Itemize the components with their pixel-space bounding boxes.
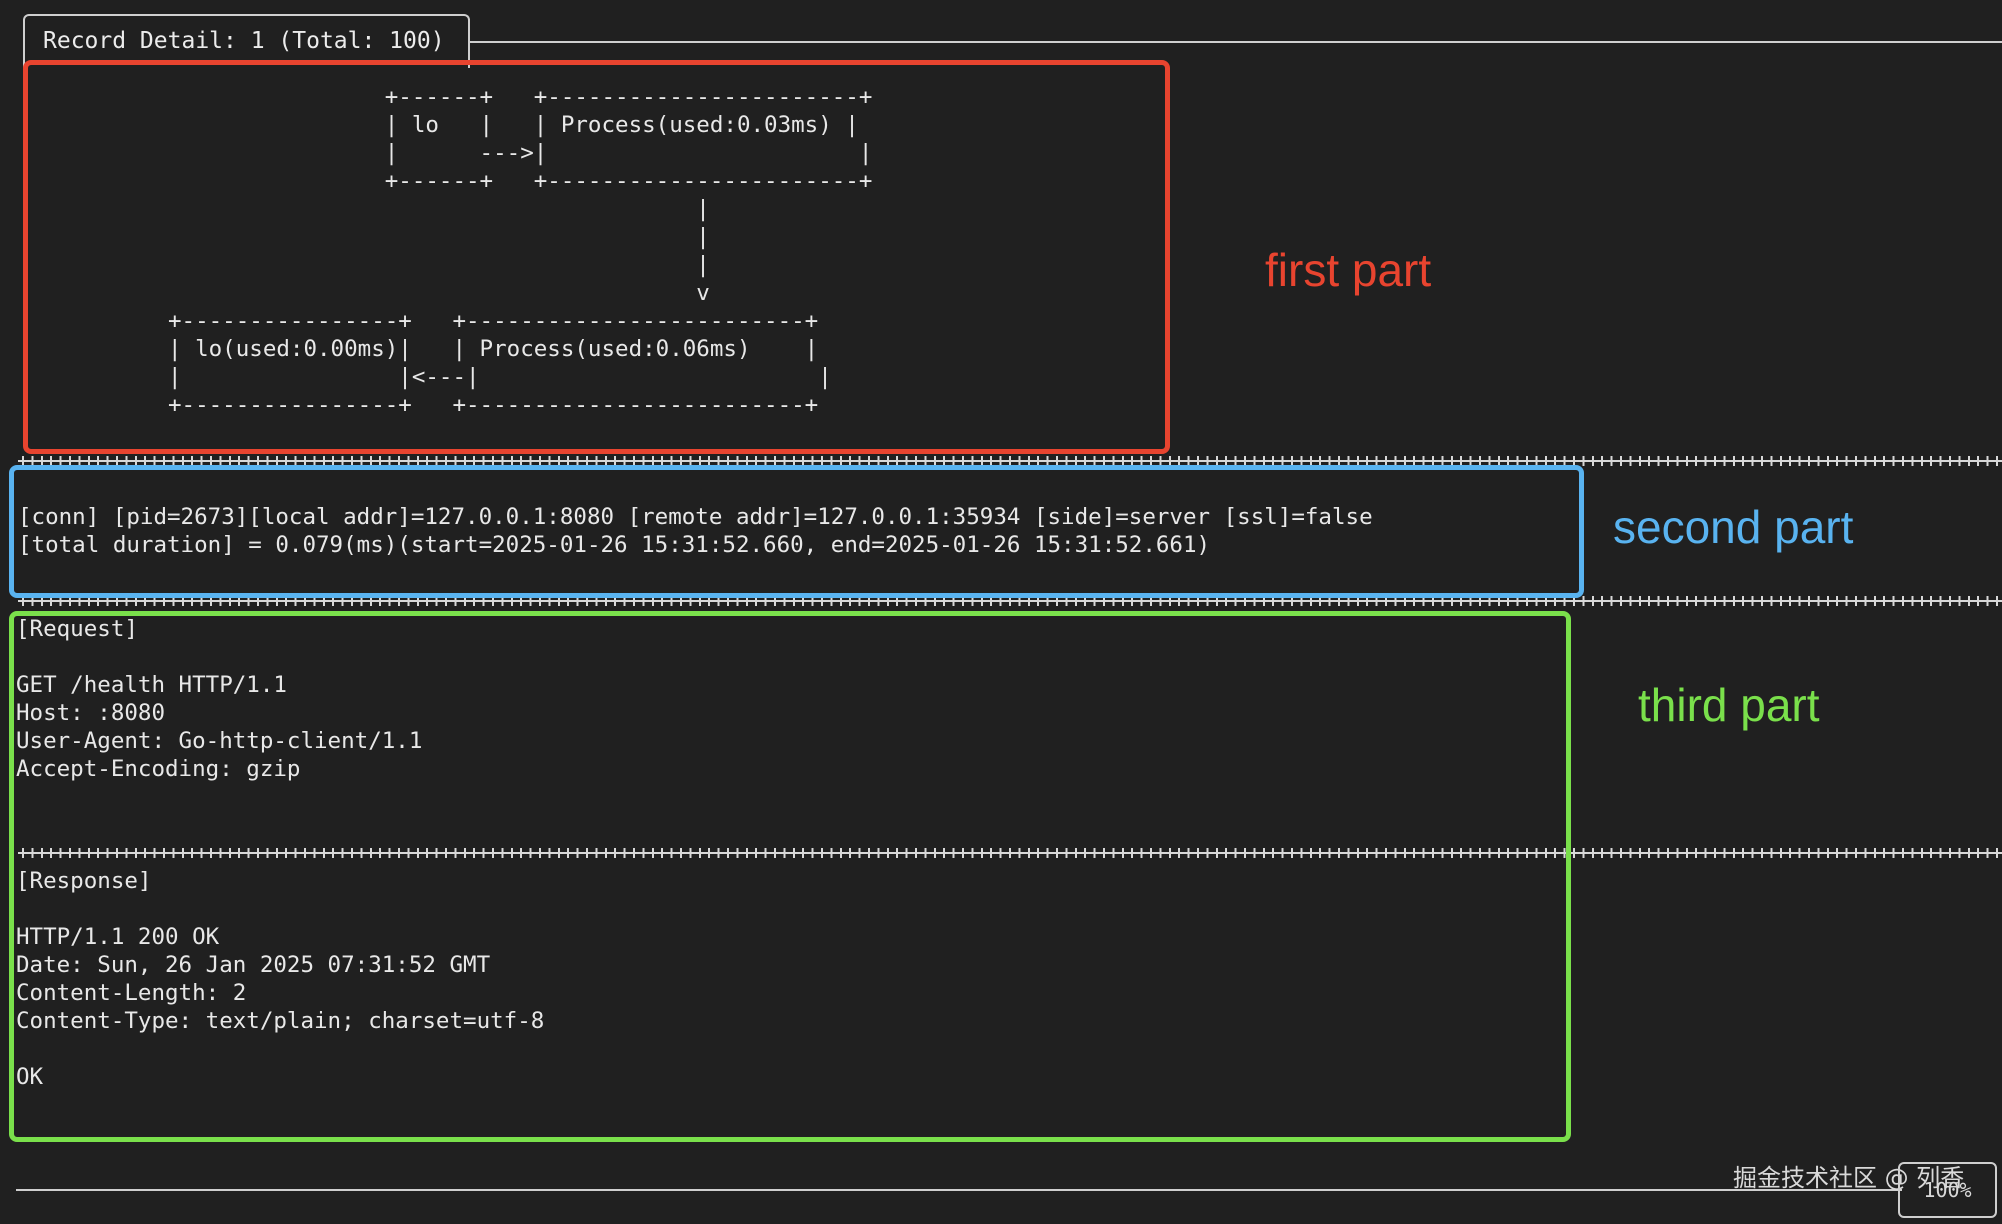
second-part-highlight bbox=[9, 465, 1584, 598]
zoom-indicator[interactable]: 100% bbox=[1898, 1162, 1997, 1218]
flow-diagram: +------+ +-----------------------+ | lo … bbox=[168, 84, 873, 418]
separator-3 bbox=[18, 848, 2002, 858]
first-part-label: first part bbox=[1265, 244, 1432, 296]
second-part-label: second part bbox=[1613, 501, 1854, 553]
record-detail-tab bbox=[23, 14, 470, 68]
separator-2 bbox=[18, 596, 2002, 606]
request-section: [Request] GET /health HTTP/1.1 Host: :80… bbox=[16, 616, 423, 782]
separator-1 bbox=[18, 456, 2002, 466]
watermark-text: 掘金技术社区 @ 列香 bbox=[1733, 1164, 1965, 1192]
title-divider bbox=[470, 41, 2002, 43]
connection-info: [conn] [pid=2673][local addr]=127.0.0.1:… bbox=[18, 504, 1373, 558]
third-part-label: third part bbox=[1638, 679, 1820, 731]
record-detail-title: Record Detail: 1 (Total: 100) bbox=[43, 28, 445, 54]
response-section: [Response] HTTP/1.1 200 OK Date: Sun, 26… bbox=[16, 868, 545, 1090]
third-part-highlight bbox=[9, 611, 1571, 1142]
bottom-divider bbox=[16, 1189, 1902, 1191]
first-part-highlight bbox=[23, 60, 1170, 454]
